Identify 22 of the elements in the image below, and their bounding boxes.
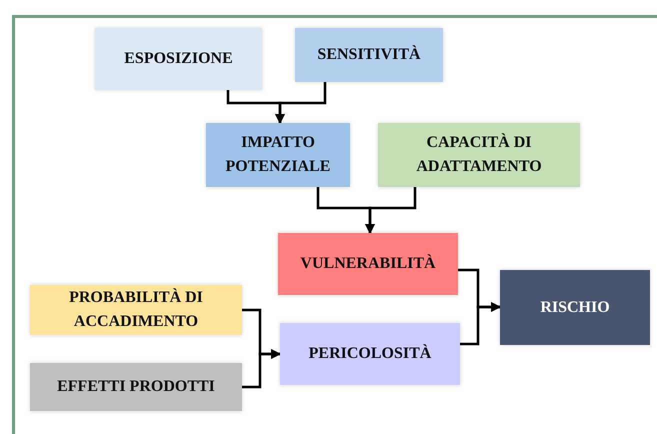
process-box: [278, 233, 458, 295]
box-label: PROBABILITÀ DI ACCADIMENTO: [68, 287, 204, 332]
box-label: ESPOSIZIONE: [124, 49, 233, 69]
box-label: IMPATTO POTENZIALE: [224, 133, 332, 177]
process-box: [30, 363, 242, 411]
arrow: [242, 349, 281, 388]
box-label: SENSITIVITÀ: [317, 44, 421, 65]
box-label: EFFETTI PRODOTTI: [57, 377, 215, 397]
process-box: [206, 123, 350, 187]
process-box: [295, 28, 443, 82]
box-label: VULNERABILITÀ: [300, 253, 436, 274]
process-box: [280, 323, 460, 385]
process-box: [95, 28, 262, 90]
box-label: CAPACITÀ DI ADATTAMENTO: [415, 132, 543, 177]
arrow: [460, 302, 501, 346]
process-box: [30, 285, 242, 335]
box-label: PERICOLOSITÀ: [308, 343, 432, 364]
arrow: [275, 82, 326, 124]
process-box: [500, 270, 650, 345]
arrow: [365, 187, 416, 234]
box-label: RISCHIO: [540, 298, 610, 318]
process-box: [378, 123, 580, 187]
